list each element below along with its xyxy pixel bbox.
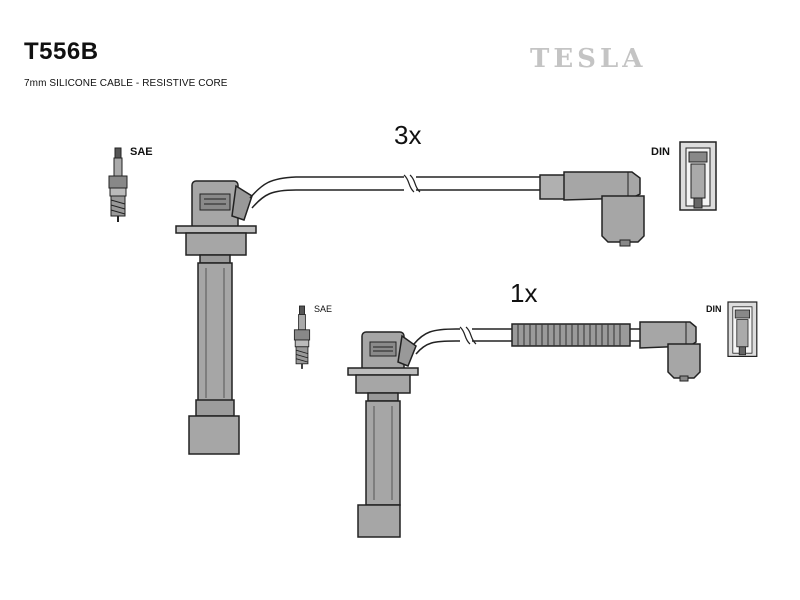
cable-set-2 bbox=[413, 323, 642, 355]
wire-set-2 bbox=[293, 301, 758, 538]
part-number-title: T556B bbox=[24, 38, 99, 65]
din-label-set-2: DIN bbox=[706, 304, 722, 314]
wire-set-1 bbox=[108, 141, 717, 455]
din-connector-set-2 bbox=[639, 321, 701, 382]
cable-description: 7mm SILICONE CABLE - RESISTIVE CORE bbox=[24, 78, 228, 89]
din-socket-icon-set-1 bbox=[679, 141, 717, 211]
din-socket-icon-set-2 bbox=[727, 301, 758, 357]
coil-boot-set-1 bbox=[175, 180, 257, 455]
cable-set-1 bbox=[249, 174, 542, 209]
sae-label-set-2: SAE bbox=[314, 304, 333, 314]
din-connector-set-1 bbox=[539, 171, 645, 247]
coil-boot-set-2 bbox=[347, 331, 419, 538]
spark-plug-icon-set-2 bbox=[293, 305, 311, 370]
quantity-label-set-1: 3x bbox=[394, 120, 422, 150]
din-label-set-1: DIN bbox=[651, 146, 670, 158]
sae-label-set-1: SAE bbox=[130, 146, 153, 158]
brand-logo: TESLA bbox=[530, 44, 647, 74]
quantity-label-set-2: 1x bbox=[510, 278, 538, 308]
spark-plug-icon-set-1 bbox=[108, 147, 128, 223]
